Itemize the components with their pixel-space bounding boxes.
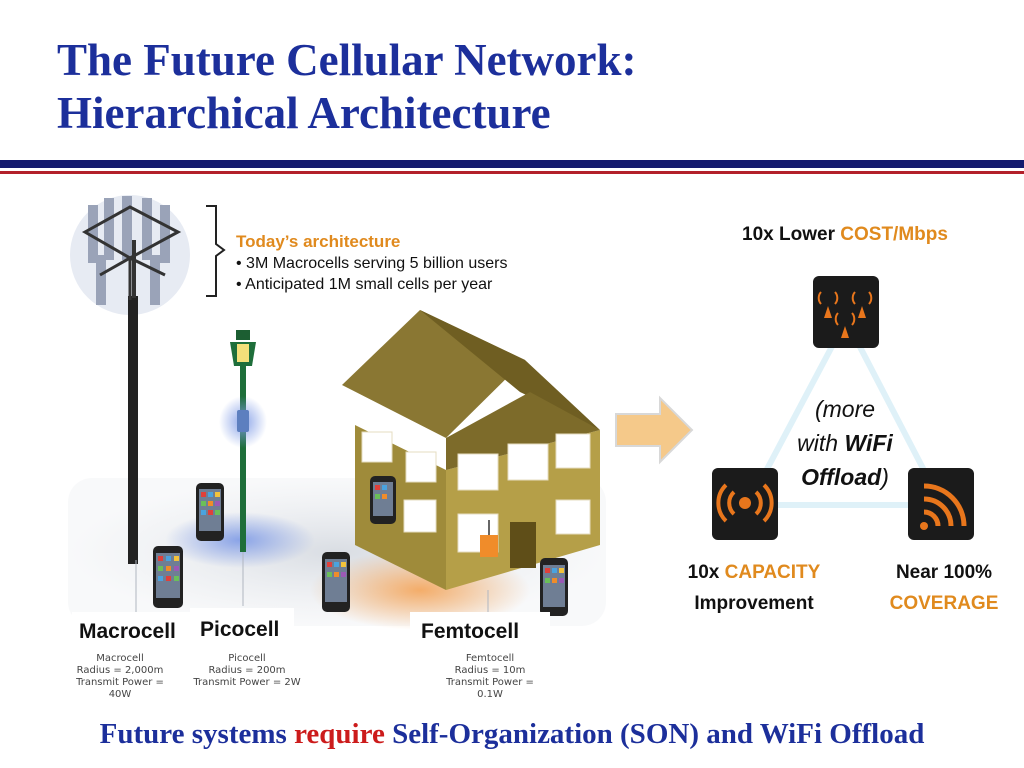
wifi-note-offload: Offload [801, 464, 882, 490]
street-lamp-icon [219, 330, 267, 606]
smartphone-icon [322, 552, 350, 612]
cost-prefix: 10x Lower [742, 224, 841, 245]
macrocell-spec-name: Macrocell [96, 653, 144, 664]
title-rule-navy [0, 160, 1024, 168]
femtocell-label: Femtocell [421, 620, 520, 643]
footer-part-2: Self-Organization (SON) and WiFi Offload [384, 718, 925, 750]
footer-part-1: Future systems [99, 718, 295, 750]
label-bg-femto [410, 612, 550, 650]
cost-highlight: COST/Mbps [840, 224, 948, 245]
wifi-note-wifi: WiFi [844, 430, 893, 456]
label-bg-macro [72, 612, 190, 650]
wifi-icon [908, 468, 974, 540]
smartphone-icon [540, 558, 568, 616]
femtocell-spec-power: Transmit Power = 0.1W [446, 677, 534, 700]
benefit-capacity: 10x CAPACITY Improvement [668, 557, 840, 619]
benefit-coverage: Near 100% COVERAGE [868, 557, 1020, 619]
picocell-spec-name: Picocell [228, 653, 266, 664]
picocell-label: Picocell [200, 618, 280, 641]
house-icon [342, 310, 600, 612]
coverage-highlight: COVERAGE [889, 593, 999, 614]
femtocell-spec-radius: Radius = 10m [454, 665, 526, 676]
smartphone-icon [153, 546, 183, 608]
capacity-highlight: CAPACITY [724, 562, 821, 583]
slide-title: The Future Cellular Network: Hierarchica… [57, 34, 637, 140]
wifi-offload-note: (more with WiFi Offload) [780, 392, 910, 494]
benefit-cost: 10x Lower COST/Mbps [700, 219, 990, 250]
architecture-callout: Today’s architecture • 3M Macrocells ser… [236, 232, 507, 294]
antennas-icon [813, 276, 879, 348]
arrow-right-icon [615, 395, 694, 465]
smartphone-icon [196, 483, 224, 541]
macrocell-spec-radius: Radius = 2,000m [76, 665, 164, 676]
picocell-spec-power: Transmit Power = 2W [193, 677, 301, 688]
architecture-bullet-2: • Anticipated 1M small cells per year [236, 276, 493, 293]
benefit-triangle [743, 313, 947, 508]
architecture-heading: Today’s architecture [236, 232, 401, 251]
picocell-specs: Picocell Radius = 200m Transmit Power = … [192, 653, 302, 689]
footer-statement: Future systems require Self-Organization… [0, 718, 1024, 751]
macrocell-label: Macrocell [79, 620, 176, 643]
capacity-line-2: Improvement [694, 593, 814, 614]
femtocell-spec-name: Femtocell [465, 653, 515, 664]
title-line-1: The Future Cellular Network: [57, 35, 637, 85]
title-line-2: Hierarchical Architecture [57, 88, 551, 138]
cell-tower-icon [70, 195, 190, 612]
macrocell-specs: Macrocell Radius = 2,000m Transmit Power… [68, 653, 172, 701]
label-bg-pico [190, 608, 294, 648]
wifi-note-line-1: (more [814, 396, 876, 422]
coverage-line-1: Near 100% [895, 562, 993, 583]
smartphone-icon [370, 476, 396, 524]
broadcast-icon [712, 468, 778, 540]
capacity-prefix: 10x [687, 562, 725, 583]
footer-emphasis: require [294, 718, 385, 750]
picocell-spec-radius: Radius = 200m [208, 665, 286, 676]
title-rule-red [0, 171, 1024, 174]
wifi-note-with: with [797, 430, 845, 456]
femtocell-specs: Femtocell Radius = 10m Transmit Power = … [432, 653, 548, 701]
bracket [206, 205, 226, 297]
architecture-bullet-1: • 3M Macrocells serving 5 billion users [236, 255, 508, 272]
wifi-note-close: ) [881, 464, 889, 490]
macrocell-spec-power: Transmit Power = 40W [76, 677, 164, 700]
